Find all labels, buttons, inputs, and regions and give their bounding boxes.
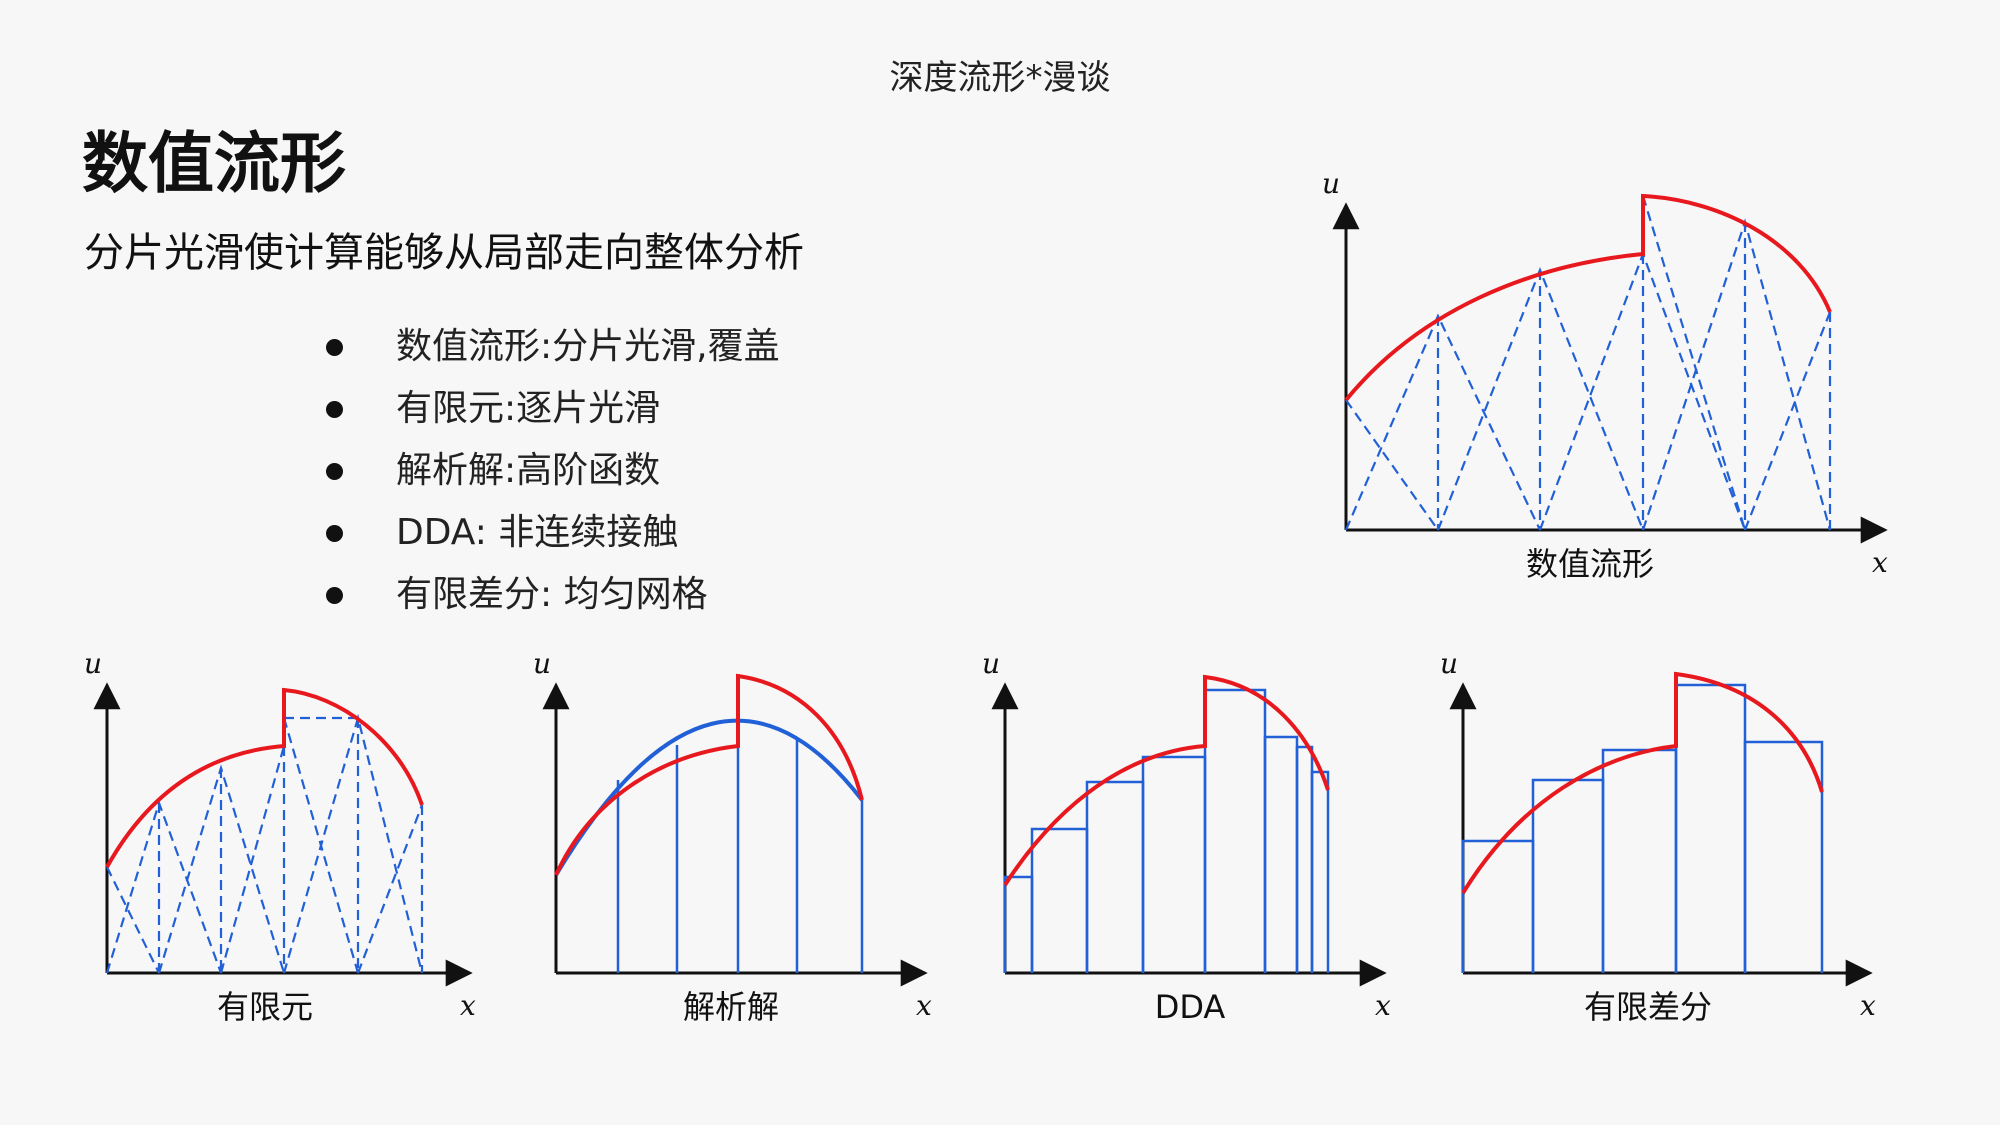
bullet-dot-icon xyxy=(326,401,343,418)
bullet-dot-icon xyxy=(326,463,343,480)
bullet-item: 数值流形:分片光滑,覆盖 xyxy=(320,322,780,384)
element-shape-functions xyxy=(105,713,424,974)
diagram-finite-element: u x 有限元 xyxy=(84,647,476,1026)
shape-function xyxy=(356,804,424,974)
bullet-dot-icon xyxy=(326,339,343,356)
bullet-text: 有限差分: 均匀网格 xyxy=(396,574,708,615)
shape-function xyxy=(219,745,286,974)
higher-order-function-curve xyxy=(554,718,864,877)
grid-cell xyxy=(1601,748,1678,973)
cover-hat-function xyxy=(1344,313,1541,531)
diagram-finite-difference: u x 有限差分 xyxy=(1440,647,1876,1026)
top-title: 深度流形*漫谈 xyxy=(889,58,1111,98)
bullet-text: 数值流形:分片光滑,覆盖 xyxy=(396,326,780,367)
bullet-text: 有限元:逐片光滑 xyxy=(396,388,661,429)
bullet-text: 解析解:高阶函数 xyxy=(396,450,661,491)
x-axis-label: x xyxy=(1860,989,1876,1022)
exact-solution-curve xyxy=(105,687,424,868)
exact-solution-curve xyxy=(1461,671,1824,895)
dda-block xyxy=(1030,827,1089,973)
grid-cell xyxy=(1531,778,1605,973)
diagram-numerical-manifold: u x 数值流形 xyxy=(1322,167,1888,583)
cover-hat-function xyxy=(1345,399,1439,531)
slide-heading: 数值流形 xyxy=(82,125,346,202)
bullet-list: 数值流形:分片光滑,覆盖 有限元:逐片光滑 解析解:高阶函数 DDA: 非连续接… xyxy=(320,322,780,632)
slide-subtitle: 分片光滑使计算能够从局部走向整体分析 xyxy=(84,230,804,276)
dda-block xyxy=(1141,755,1207,973)
cover-hat-functions xyxy=(1344,195,1832,531)
grid-cell xyxy=(1461,839,1535,973)
bullet-item: 有限元:逐片光滑 xyxy=(320,384,780,446)
diagram-analytic-solution: u x 解析解 xyxy=(533,647,932,1026)
grid-cell xyxy=(1674,683,1747,973)
bullet-item: DDA: 非连续接触 xyxy=(320,508,780,570)
diagram-dda: u x DDA xyxy=(982,647,1391,1026)
diagram-caption: 有限元 xyxy=(217,988,313,1026)
dda-block xyxy=(1203,688,1267,973)
bullet-text: DDA: 非连续接触 xyxy=(396,512,679,553)
x-axis-label: x xyxy=(916,989,932,1022)
grid-cell xyxy=(1743,740,1824,973)
diagram-caption: DDA xyxy=(1155,988,1226,1026)
dda-block xyxy=(1295,745,1314,973)
bullet-item: 解析解:高阶函数 xyxy=(320,446,780,508)
diagram-caption: 有限差分 xyxy=(1584,988,1712,1026)
x-axis-label: x xyxy=(1872,546,1888,579)
shape-function xyxy=(106,866,160,974)
bullet-dot-icon xyxy=(326,587,343,604)
grid-cells xyxy=(1461,683,1824,973)
y-axis-label: u xyxy=(1322,167,1340,200)
dda-block xyxy=(1085,780,1145,973)
y-axis-label: u xyxy=(533,647,551,680)
shape-function xyxy=(105,799,223,974)
dda-block xyxy=(1310,770,1330,973)
y-axis-label: u xyxy=(1440,647,1458,680)
dda-blocks xyxy=(1003,688,1330,973)
y-axis-label: u xyxy=(982,647,1000,680)
y-axis-label: u xyxy=(84,647,102,680)
bullet-dot-icon xyxy=(326,525,343,542)
cover-hat-function xyxy=(1743,311,1832,531)
x-axis-label: x xyxy=(1375,989,1391,1022)
diagram-caption: 解析解 xyxy=(683,988,779,1026)
cover-hat-function xyxy=(1641,195,1747,531)
x-axis-label: x xyxy=(460,989,476,1022)
dda-block xyxy=(1263,735,1299,973)
diagram-caption: 数值流形 xyxy=(1526,545,1654,583)
bullet-item: 有限差分: 均匀网格 xyxy=(320,570,780,632)
dda-block xyxy=(1003,875,1034,973)
exact-solution-curve xyxy=(554,673,864,876)
exact-solution-curve xyxy=(1003,674,1330,887)
exact-solution-curve xyxy=(1344,193,1832,402)
sample-lines xyxy=(616,720,864,973)
shape-function xyxy=(282,713,424,974)
